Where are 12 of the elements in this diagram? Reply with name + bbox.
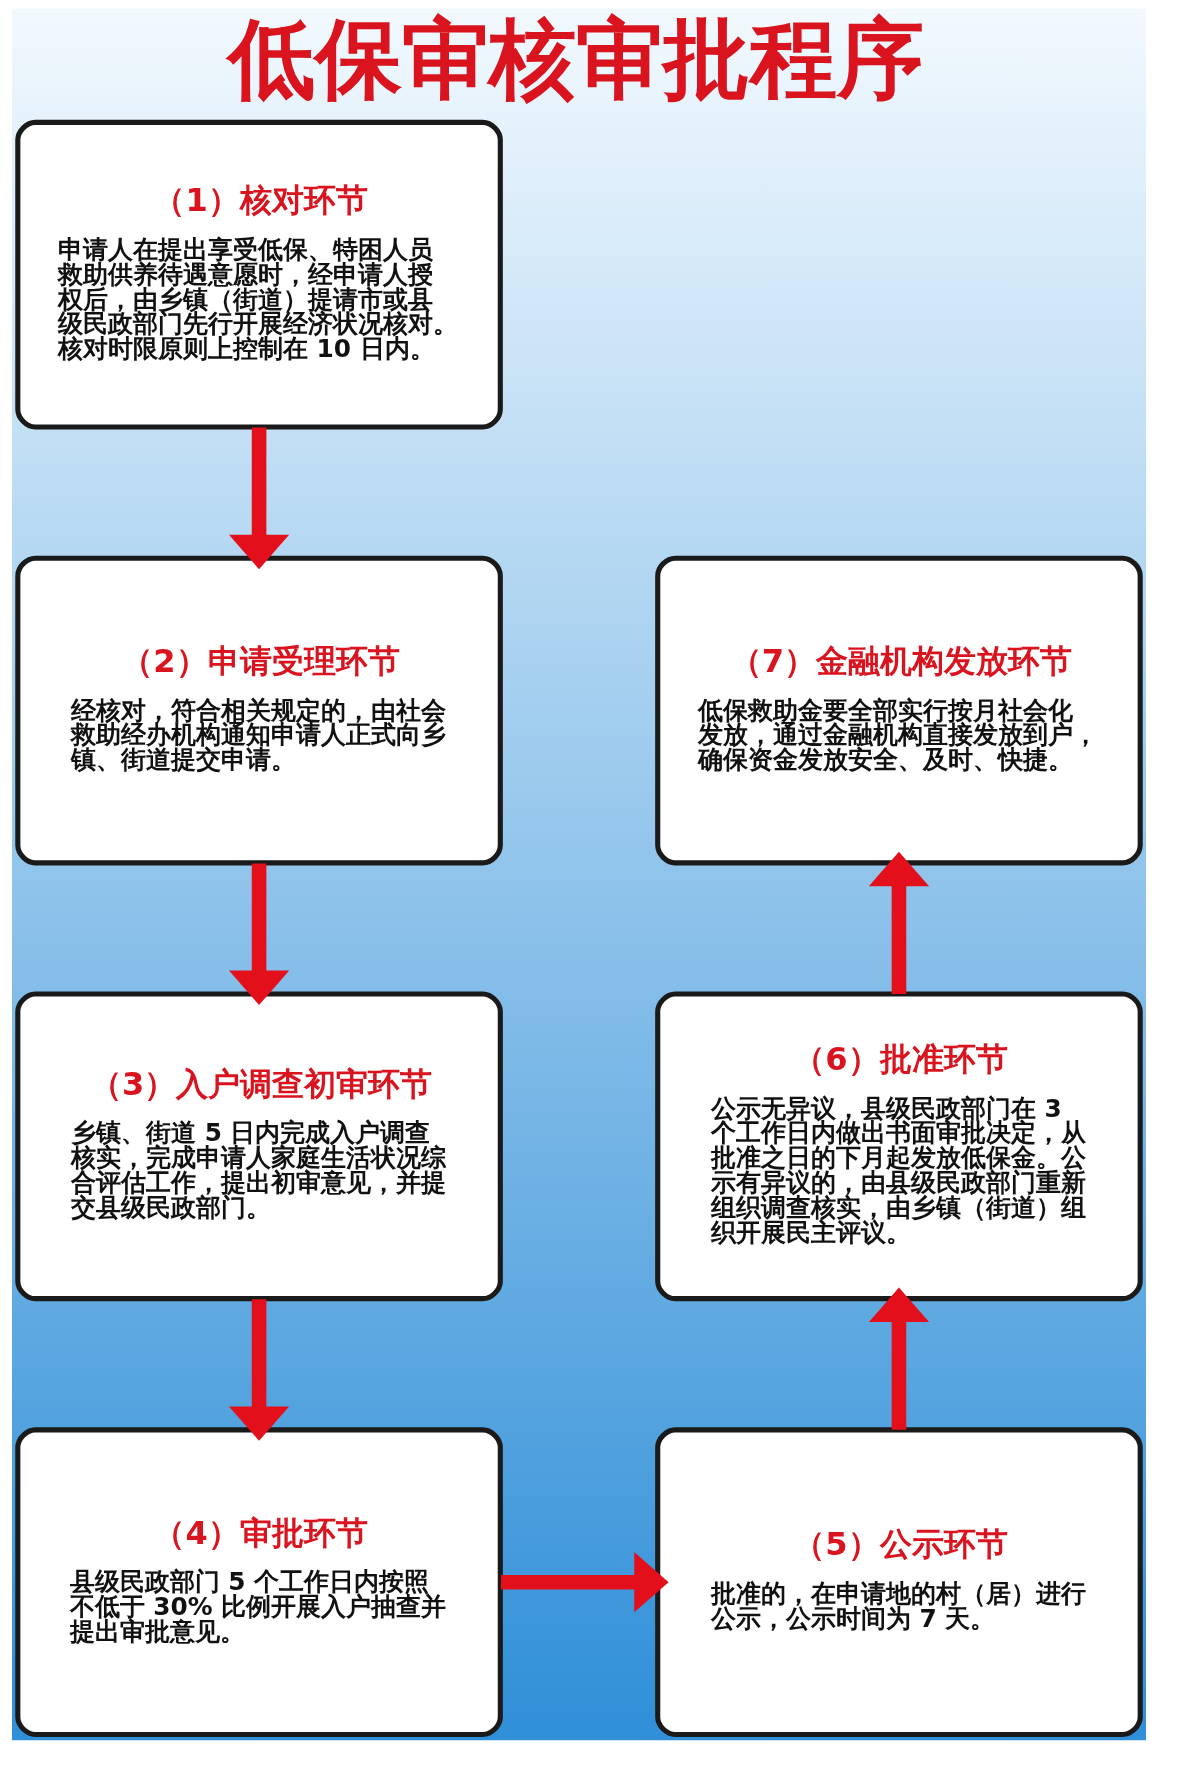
node-box: （4）审批环节 县级民政部门 5 个工作日内按照不低于 30% 比例开展入户抽查并提出审批意见。: [15, 1427, 503, 1738]
node-box: （7）金融机构发放环节 低保救助金要全部实行按月社会化发放，通过金融机构直接发放到户，确保资金发放安全、及时、快捷。: [655, 555, 1143, 866]
node-box: （6）批准环节 公示无异议，县级民政部门在 3 个工作日内做出书面审批决定，从批准之日的下月起发放低保金。公示有异议的，由县级民政部门重新组织调查核实，由乡镇（街道）组织开展民主评议。: [655, 991, 1143, 1302]
arrow: [868, 851, 930, 995]
arrow: [500, 1552, 669, 1613]
arrow: [229, 1299, 290, 1441]
arrow: [868, 1287, 930, 1430]
node-box: （3）入户调查初审环节 乡镇、街道 5 日内完成入户调查核实，完成申请人家庭生活状况综合评估工作，提出初审意见，并提交县级民政部门。: [15, 991, 503, 1302]
node-box: （1）核对环节 申请人在提出享受低保、特困人员救助供养待遇意愿时，经申请人授权后，由乡镇（街道）提请市或县级民政部门先行开展经济状况核对。核对时限原则上控制在 10 日内。: [15, 119, 503, 430]
arrow: [229, 427, 290, 570]
node-box: （5）公示环节 批准的，在申请地的村（居）进行公示，公示时间为 7 天。: [655, 1427, 1143, 1738]
arrow: [228, 863, 290, 1005]
